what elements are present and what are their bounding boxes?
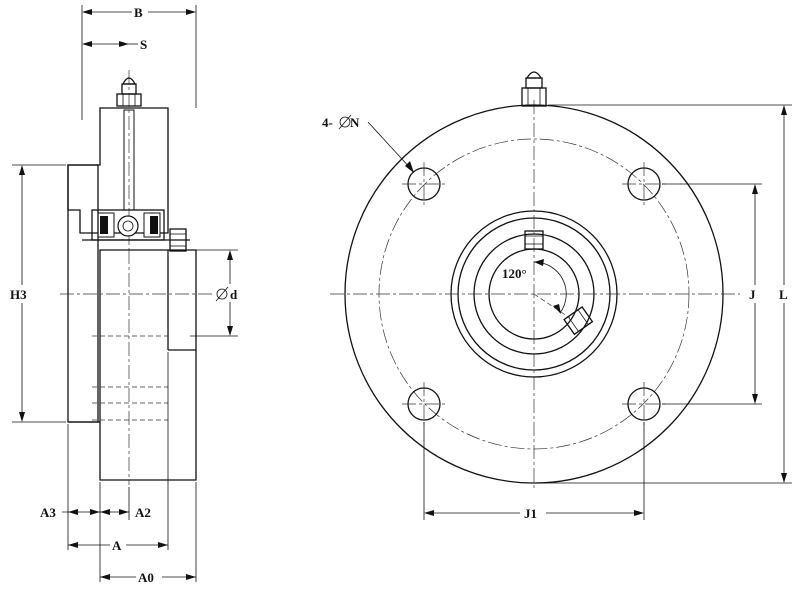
housing-body [60, 249, 215, 485]
dimension-a0: A0 [100, 568, 196, 585]
label-a: A [112, 538, 122, 553]
label-l: L [779, 287, 788, 302]
dimension-d: d [190, 249, 244, 337]
label-s: S [140, 37, 147, 52]
label-a0: A0 [138, 570, 154, 585]
side-view: B S H3 [8, 4, 244, 585]
top-set-screw-icon [524, 230, 544, 250]
label-j1: J1 [524, 506, 537, 521]
flange-plate [67, 164, 100, 423]
set-screw-icon [169, 228, 187, 252]
label-a3: A3 [40, 505, 56, 520]
front-grease-fitting-icon [521, 71, 547, 107]
dimension-j1: J1 [423, 422, 645, 522]
bolt-hole-top-left [402, 162, 446, 206]
label-b: B [134, 5, 143, 20]
callout-bolt-holes: 4- N [322, 114, 414, 173]
diameter-symbol-icon [215, 286, 229, 302]
dimension-h3: H3 [8, 164, 66, 423]
grease-fitting-icon [116, 77, 142, 107]
label-j: J [749, 287, 756, 302]
label-angle: 120° [502, 266, 527, 281]
label-n-prefix: 4- [322, 115, 333, 130]
dimension-a3-a2: A3 A2 [40, 352, 197, 582]
angled-set-screw-icon [563, 306, 594, 336]
label-a2: A2 [135, 505, 151, 520]
front-view: 120° 4- [322, 71, 794, 522]
diameter-symbol-icon [338, 114, 352, 130]
dimension-b: B [81, 4, 197, 120]
dimension-s: S [82, 37, 147, 52]
label-h3: H3 [10, 287, 27, 302]
dimension-j: J [662, 183, 765, 405]
dimension-a: A [68, 536, 168, 553]
label-n-suffix: N [350, 115, 360, 130]
label-d: d [230, 287, 238, 302]
bolt-hole-bottom-left [402, 382, 446, 426]
bolt-hole-bottom-right [622, 382, 666, 426]
ball-bearing-icon [82, 209, 190, 241]
bolt-hole-top-right [622, 162, 666, 206]
dimension-l: L [540, 104, 794, 484]
angle-indicator: 120° [502, 259, 571, 319]
